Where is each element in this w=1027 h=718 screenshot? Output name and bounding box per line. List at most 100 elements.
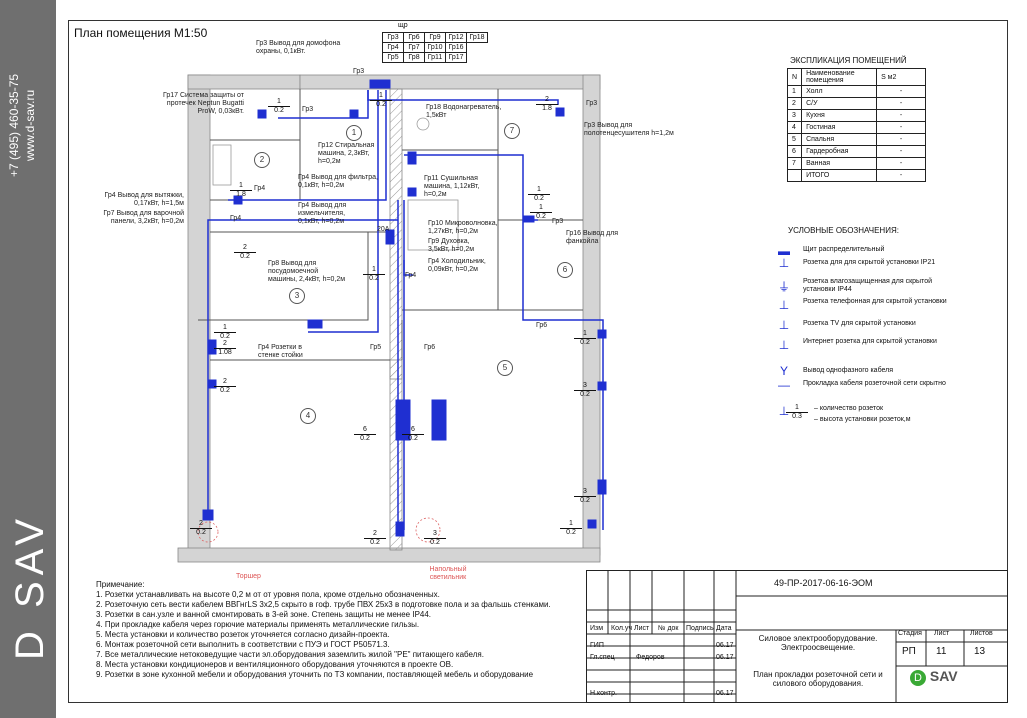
internet-socket-icon: ⊥ bbox=[778, 338, 790, 352]
socket-icon bbox=[395, 521, 405, 537]
socket-icon bbox=[207, 379, 217, 389]
socket-ip44-icon bbox=[407, 151, 417, 165]
fixtures bbox=[197, 117, 459, 543]
drawing-frame bbox=[68, 20, 1008, 703]
socket-icon bbox=[385, 229, 395, 245]
document-code: 49-ПР-2017-06-16-ЭОМ bbox=[774, 578, 873, 588]
room-number: 3 bbox=[289, 288, 305, 304]
note-item: 7. Все металлические нетоковедущие части… bbox=[96, 650, 484, 659]
east-wall bbox=[582, 74, 601, 556]
phone-socket-icon: ⊥ bbox=[778, 298, 790, 312]
floor-light-label: Напольный светильник bbox=[429, 566, 467, 581]
device-label: Гр7 Вывод для варочной панели, 3,2кВт, h… bbox=[103, 210, 184, 225]
south-wall bbox=[177, 547, 601, 563]
wire-tag: Гр6 bbox=[424, 344, 436, 351]
wiring bbox=[207, 90, 604, 530]
socket-icon bbox=[349, 109, 359, 119]
wire-tag: Гр4 bbox=[254, 185, 266, 192]
wire-gr4-kitchen bbox=[308, 90, 379, 333]
floor-plan bbox=[177, 74, 607, 563]
role-date: 06.17 bbox=[716, 642, 734, 649]
north-wall-center bbox=[299, 74, 601, 90]
logo-dot-icon: D bbox=[910, 670, 926, 686]
table-row: ИТОГО- bbox=[786, 169, 927, 182]
note-item: 8. Места установки кондиционеров и венти… bbox=[96, 660, 454, 669]
device-label: Гр17 Система защиты от протечек Neptun B… bbox=[162, 92, 244, 115]
interior-walls bbox=[198, 89, 583, 361]
socket-block-icon bbox=[431, 399, 447, 441]
legend-item: Розетка телефонная для скрытой установки bbox=[803, 298, 947, 305]
rooms-table-title: ЭКСПЛИКАЦИЯ ПОМЕЩЕНИЙ bbox=[790, 56, 907, 65]
socket-icon bbox=[307, 319, 323, 329]
north-wall-west bbox=[187, 74, 301, 90]
role-label: ГИП bbox=[590, 642, 604, 649]
role-label: Н.контр. bbox=[590, 690, 617, 697]
socket-icon bbox=[407, 187, 417, 197]
device-label: Гр4 Розетки в стенке стойки bbox=[258, 344, 303, 359]
socket-block-icon bbox=[395, 399, 411, 441]
role-name: Федоров bbox=[636, 654, 665, 661]
legend-item: Щит распределительный bbox=[803, 246, 885, 253]
wire-gr3 bbox=[367, 90, 559, 105]
socket-ip44-icon: ⏚ bbox=[777, 280, 790, 294]
legend-item: Вывод однофазного кабеля bbox=[803, 367, 894, 374]
sheets-label: Листов bbox=[970, 630, 993, 637]
socket-icon bbox=[523, 215, 535, 223]
device-label: Гр3 Вывод для домофона охраны, 0,1кВт. bbox=[256, 40, 341, 55]
legend-item: Розетка TV для скрытой установки bbox=[803, 320, 916, 327]
note-item: 4. При прокладке кабеля через горючие ма… bbox=[96, 620, 420, 629]
socket-icon bbox=[555, 107, 565, 117]
cable-icon: — bbox=[778, 378, 790, 392]
device-label: Гр4 Вывод для вытяжки, 0,17кВт, h=1,5м bbox=[104, 192, 185, 207]
stamp-header: Изм bbox=[590, 625, 604, 632]
legend-item: Прокладка кабеля розеточной сети скрытно bbox=[803, 380, 946, 387]
socket-icon bbox=[257, 109, 267, 119]
role-date: 06.17 bbox=[716, 690, 734, 697]
wire-tag: Гр3 bbox=[586, 100, 598, 107]
contact-info: +7 (495) 460-35-75 www.d-sav.ru bbox=[6, 40, 50, 210]
website-url: www.d-sav.ru bbox=[23, 89, 37, 161]
plan-title: План помещения М1:50 bbox=[74, 26, 208, 40]
stamp-header: Дата bbox=[716, 625, 732, 632]
note-item: 3. Розетки в сан.узле и ванной смонтиров… bbox=[96, 610, 432, 619]
room-number: 1 bbox=[346, 125, 362, 141]
role-label: Гл.спец bbox=[590, 654, 615, 661]
stamp-header: Кол.уч bbox=[611, 625, 632, 632]
brand-sidebar: +7 (495) 460-35-75 www.d-sav.ru D SAV bbox=[0, 0, 56, 718]
notes: Примечание: 1. Розетки устанавливать на … bbox=[96, 580, 586, 680]
note-item: 9. Розетки в зоне кухонной мебели и обор… bbox=[96, 670, 534, 679]
socket-icon bbox=[597, 479, 607, 495]
device-label: Гр10 Микроволновка, 1,27кВт, h=0,2м bbox=[428, 220, 498, 235]
note-item: 2. Розеточную сеть вести кабелем ВВГнгLS… bbox=[96, 600, 551, 609]
device-label: Гр11 Сушильная машина, 1,12кВт, h=0,2м bbox=[424, 175, 480, 198]
walls bbox=[177, 74, 601, 563]
wire-tag: Гр4 bbox=[230, 215, 242, 222]
stamp-header: Подпись bbox=[686, 625, 714, 632]
note-item: 6. Монтаж розеточной сети выполнить в со… bbox=[96, 640, 390, 649]
wire-fridge bbox=[403, 260, 413, 276]
room-number: 2 bbox=[254, 152, 270, 168]
wire-bedroom bbox=[522, 220, 604, 530]
panel-icon bbox=[369, 79, 391, 89]
